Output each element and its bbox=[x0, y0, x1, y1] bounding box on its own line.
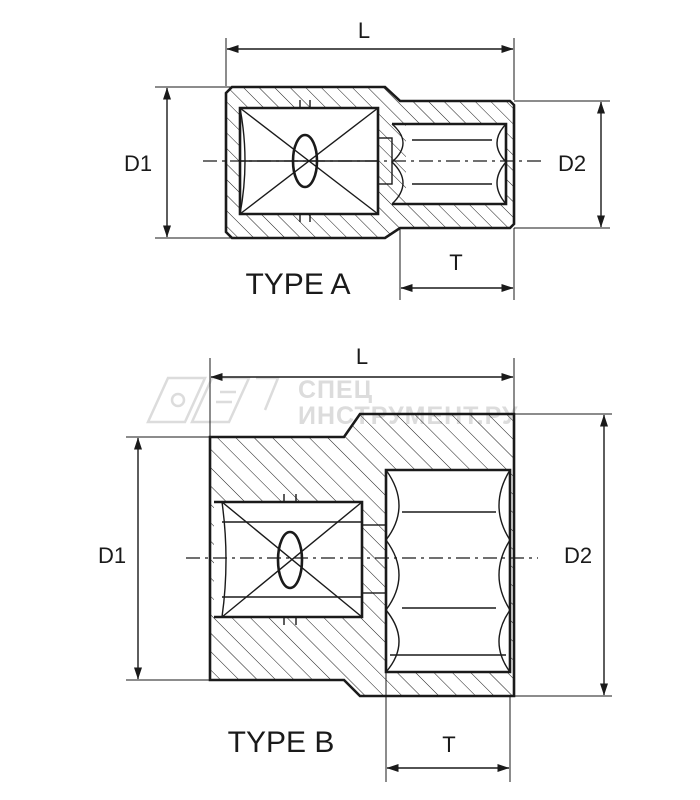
type-a-d2-label: D2 bbox=[558, 151, 586, 176]
watermark-logo-icon bbox=[146, 376, 280, 424]
type-b-d1-label: D1 bbox=[98, 543, 126, 568]
type-a-length-label: L bbox=[358, 18, 370, 43]
type-b-length-label: L bbox=[356, 344, 368, 369]
type-a-drawing: L D1 D2 T TYPE A bbox=[124, 18, 610, 301]
type-a-title: TYPE A bbox=[245, 268, 350, 301]
type-b-depth-label: T bbox=[442, 732, 455, 757]
type-b-drawing: L D1 D2 T TYPE B bbox=[98, 344, 612, 782]
type-b-d2-label: D2 bbox=[564, 543, 592, 568]
type-a-d1-label: D1 bbox=[124, 151, 152, 176]
watermark-line1: СПЕЦ bbox=[298, 376, 373, 404]
type-a-depth-label: T bbox=[449, 250, 462, 275]
type-b-title: TYPE B bbox=[228, 726, 335, 759]
